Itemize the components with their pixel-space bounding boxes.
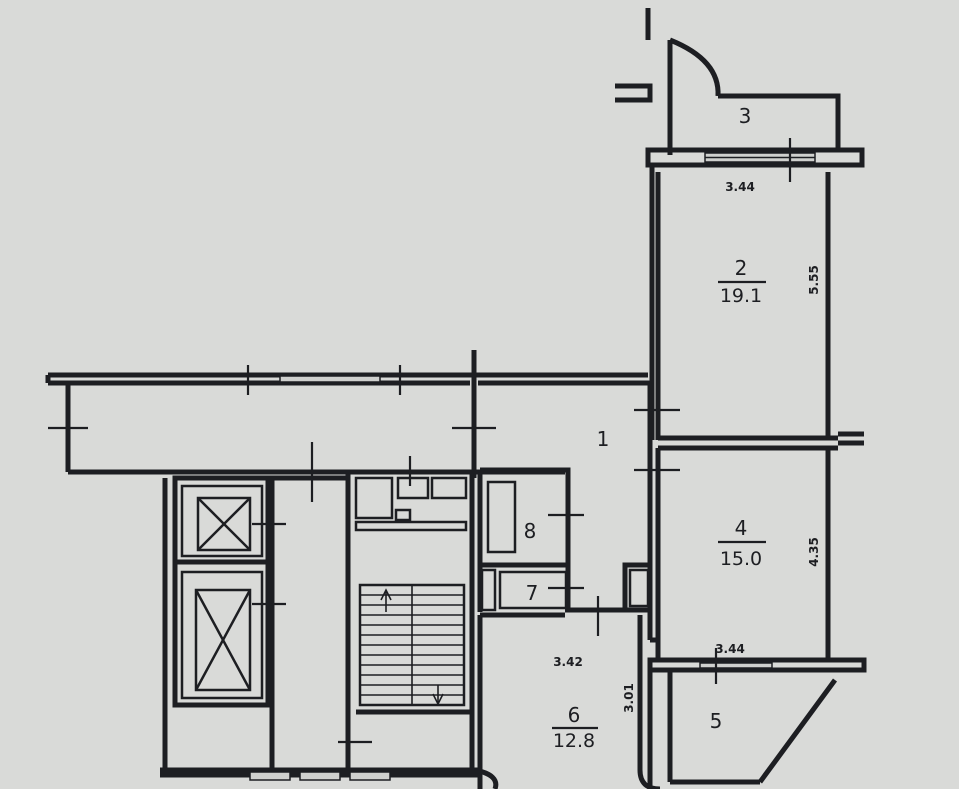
room-1-number: 1 <box>597 427 610 451</box>
staircase <box>358 583 466 707</box>
dimension-labels: 3.44 5.55 3.44 4.35 3.42 3.01 <box>553 180 821 713</box>
room-2-width: 3.44 <box>725 180 755 194</box>
windows <box>249 152 816 781</box>
elevator-shafts <box>194 496 252 692</box>
room-6-area: 12.8 <box>553 730 595 752</box>
room-4-area: 15.0 <box>720 548 762 570</box>
room-8-number: 8 <box>524 519 537 543</box>
room-7-number: 7 <box>526 581 539 605</box>
room-4-number: 4 <box>735 516 748 540</box>
room-2-length: 5.55 <box>807 265 821 295</box>
room-4-length: 4.35 <box>807 537 821 567</box>
room-2-number: 2 <box>735 256 748 280</box>
room-5-number: 5 <box>710 709 723 733</box>
room-6-length: 3.01 <box>622 683 636 713</box>
room-labels: 1 2 19.1 3 4 15.0 5 6 12.8 7 8 <box>524 104 766 752</box>
walls <box>45 8 867 789</box>
room-3-number: 3 <box>739 104 752 128</box>
room-6-number: 6 <box>568 703 581 727</box>
door-ticks <box>48 138 792 744</box>
room-2-area: 19.1 <box>720 285 762 307</box>
room-4-width: 3.44 <box>715 642 745 656</box>
room-6-width: 3.42 <box>553 655 583 669</box>
